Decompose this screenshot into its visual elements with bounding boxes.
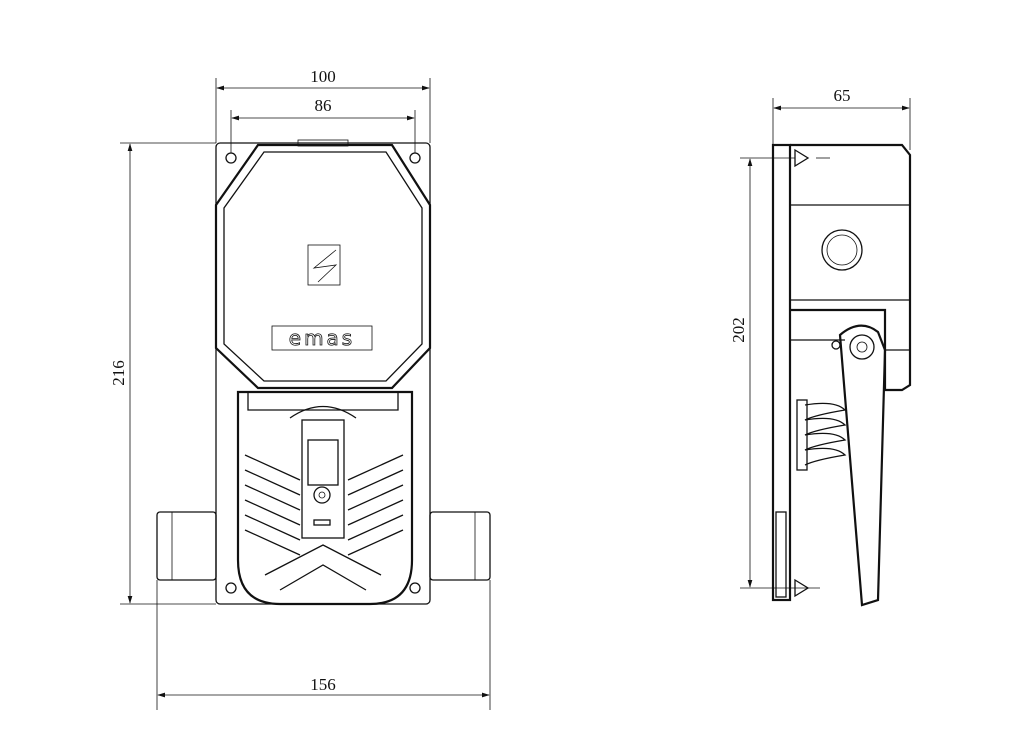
pedal — [236, 390, 414, 606]
glands-right — [429, 511, 491, 581]
side-dimensions: 65 202 — [729, 86, 911, 589]
side-view — [771, 143, 912, 607]
front-dimensions: 100 86 216 156 — [109, 67, 491, 710]
side-pedal — [838, 324, 887, 607]
dim-hole-spacing-202: 202 — [729, 317, 748, 343]
dim-width-100: 100 — [310, 67, 336, 86]
side-base-plate — [771, 143, 792, 602]
cover-inner — [223, 151, 423, 382]
front-view: emas — [156, 139, 491, 606]
dim-height-216: 216 — [109, 360, 128, 386]
dim-hole-spacing-86: 86 — [315, 96, 332, 115]
spring — [796, 399, 847, 471]
glands-left — [156, 511, 217, 581]
base-plate — [215, 142, 431, 605]
side-gland-hole — [821, 229, 863, 271]
side-housing — [790, 143, 912, 392]
brand-logo-icon — [307, 244, 341, 286]
brand-logo-text: emas — [289, 326, 355, 350]
dim-depth-65: 65 — [834, 86, 851, 105]
cover-outer — [214, 143, 432, 390]
dim-width-156: 156 — [310, 675, 336, 694]
